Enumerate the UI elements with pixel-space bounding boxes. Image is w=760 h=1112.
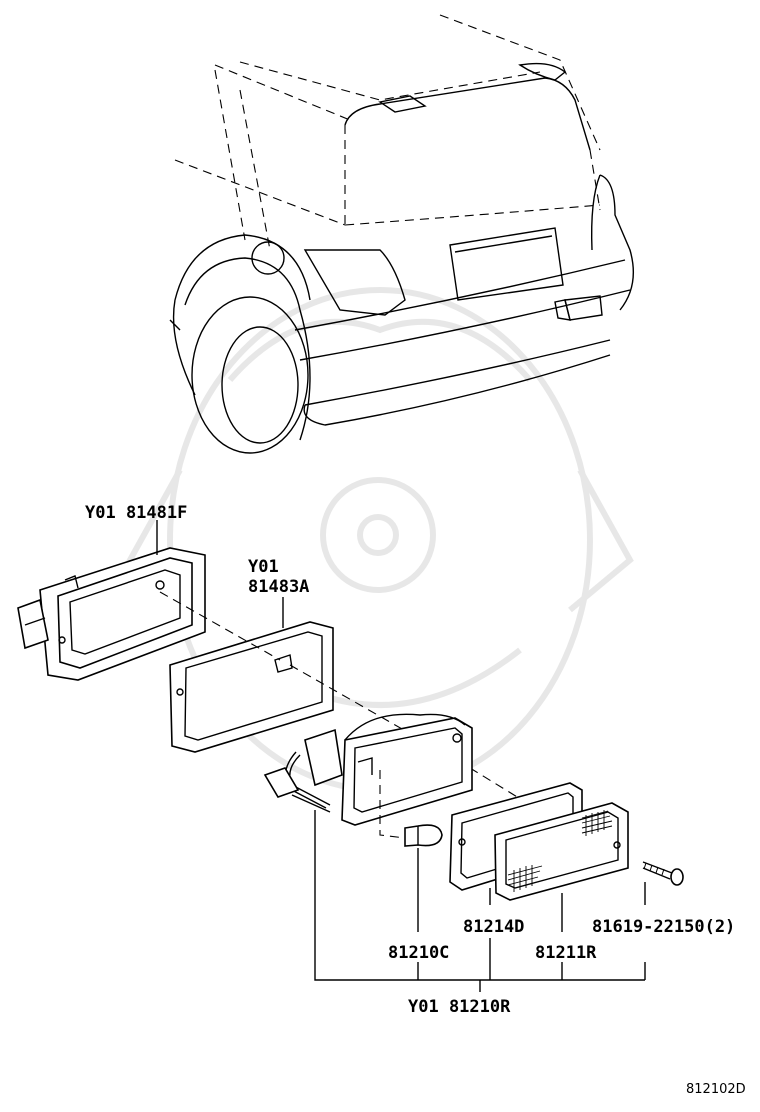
- label-lens-gasket: 81214D: [463, 917, 524, 937]
- leader-lines: [314, 810, 646, 992]
- gasket-81483A[interactable]: [169, 621, 334, 753]
- label-gasket: 81483A: [248, 577, 309, 597]
- label-housing: Y01 81481F: [85, 503, 187, 523]
- vehicle-rear-illustration: [169, 14, 635, 454]
- label-lens: 81211R: [535, 943, 597, 963]
- lamp-body-81210R[interactable]: [263, 713, 473, 826]
- bulb-81210C[interactable]: [379, 770, 443, 847]
- label-gasket-prefix: Y01: [248, 557, 279, 577]
- screw-81619-22150[interactable]: [642, 861, 684, 886]
- lens-81211R[interactable]: [494, 802, 629, 901]
- housing-81481F[interactable]: [17, 547, 206, 681]
- label-screw: 81619-22150(2): [592, 917, 735, 937]
- label-bulb: 81210C: [388, 943, 449, 963]
- figure-code: 812102D: [686, 1082, 746, 1097]
- label-assembly: Y01 81210R: [408, 997, 511, 1017]
